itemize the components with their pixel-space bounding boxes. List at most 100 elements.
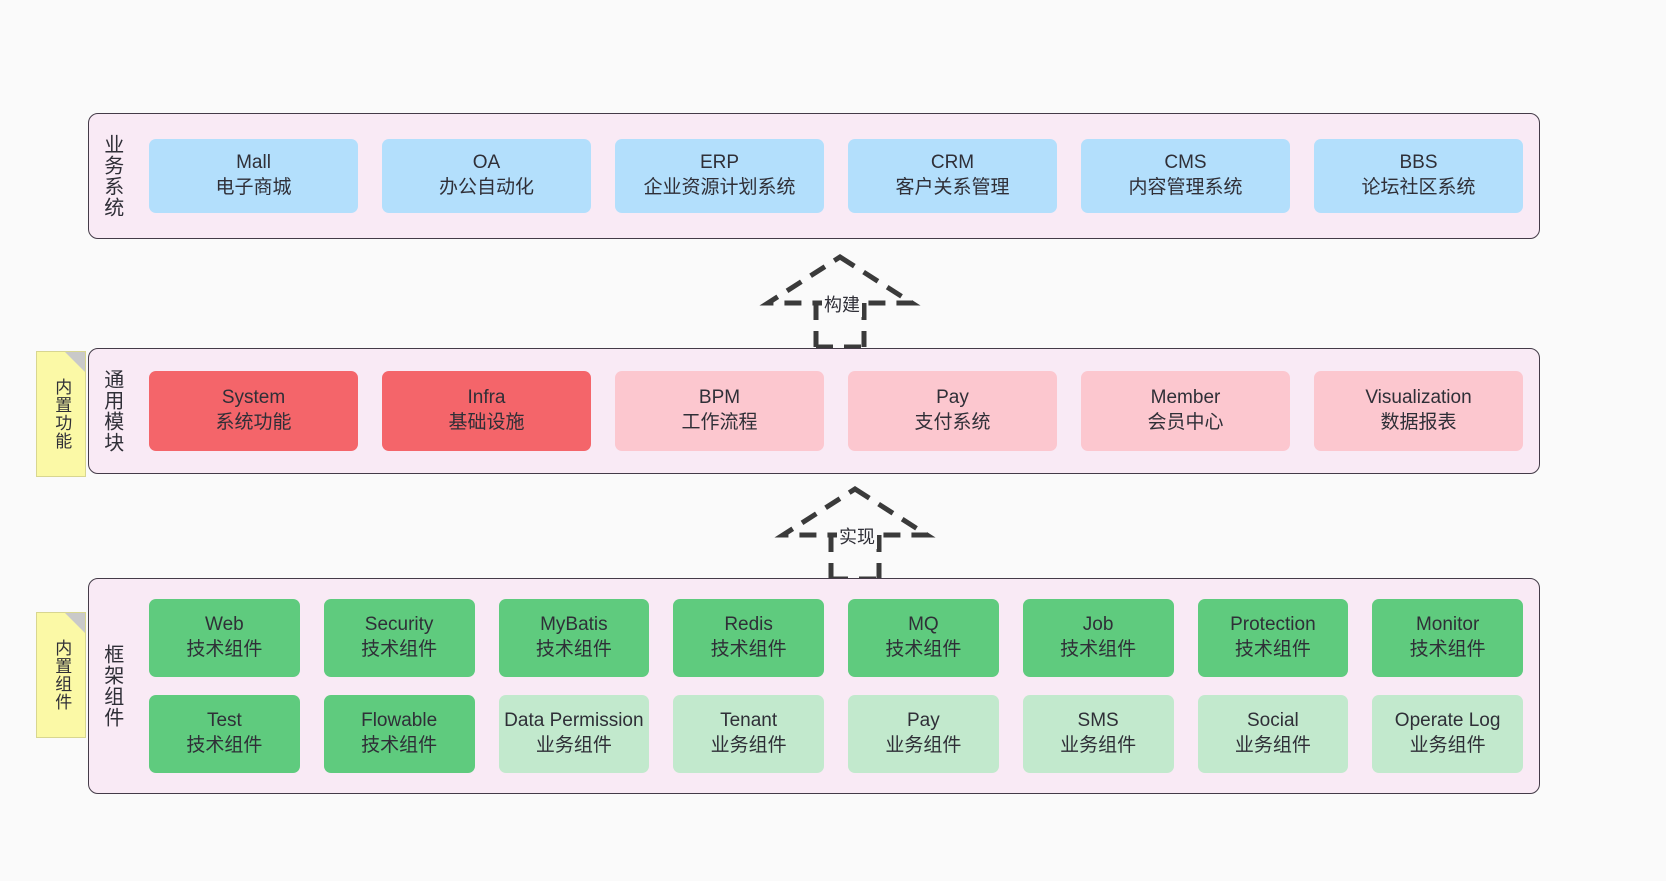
card-title: Monitor (1415, 614, 1480, 636)
card-subtitle: 办公自动化 (438, 177, 534, 198)
note-label: 内置组件 (52, 639, 72, 711)
card-title: Infra (467, 387, 506, 409)
card-redis[interactable]: Redis 技术组件 (673, 599, 824, 677)
card-title: ERP (699, 152, 740, 174)
card-member[interactable]: Member 会员中心 (1081, 371, 1290, 451)
card-title: BPM (698, 387, 741, 409)
card-oa[interactable]: OA 办公自动化 (382, 139, 591, 213)
card-subtitle: 论坛社区系统 (1361, 177, 1476, 198)
card-title: Visualization (1365, 387, 1472, 409)
layer-body-common: System 系统功能 Infra 基础设施 BPM 工作流程 Pay 支付系统… (133, 349, 1539, 473)
card-bbs[interactable]: BBS 论坛社区系统 (1314, 139, 1523, 213)
card-protection[interactable]: Protection 技术组件 (1197, 599, 1349, 677)
card-subtitle: 技术组件 (1234, 639, 1311, 660)
card-subtitle: 客户关系管理 (895, 177, 1010, 198)
card-subtitle: 业务组件 (535, 735, 612, 756)
framework-tech-row: Web 技术组件 Security 技术组件 MyBatis 技术组件 Redi… (149, 599, 1523, 677)
layer-body-business: Mall 电子商城 OA 办公自动化 ERP 企业资源计划系统 CRM 客户关系… (133, 114, 1539, 238)
card-subtitle: 技术组件 (1060, 639, 1137, 660)
card-subtitle: 电子商城 (215, 177, 292, 198)
card-job[interactable]: Job 技术组件 (1022, 599, 1174, 677)
card-title: Web (205, 614, 244, 636)
generalization-arrow-build: 构建 (759, 254, 921, 350)
note-builtin-features: 内置功能 (36, 351, 86, 477)
card-subtitle: 业务组件 (885, 735, 962, 756)
card-data-permission[interactable]: Data Permission 业务组件 (498, 695, 650, 773)
card-subtitle: 技术组件 (535, 639, 612, 660)
card-title: OA (472, 152, 501, 174)
card-mybatis[interactable]: MyBatis 技术组件 (498, 599, 650, 677)
card-infra[interactable]: Infra 基础设施 (382, 371, 591, 451)
card-visualization[interactable]: Visualization 数据报表 (1314, 371, 1523, 451)
card-subtitle: 基础设施 (448, 412, 525, 433)
arrow-label-implement: 实现 (837, 523, 877, 549)
card-operate-log[interactable]: Operate Log 业务组件 (1372, 695, 1523, 773)
arrow-label-build: 构建 (822, 291, 862, 317)
layer-title-business: 业务系统 (100, 134, 123, 218)
card-mall[interactable]: Mall 电子商城 (149, 139, 358, 213)
layer-framework-components: 框架组件 Web 技术组件 Security 技术组件 MyBatis 技术组件… (88, 578, 1540, 794)
card-title: Flowable (361, 710, 438, 732)
card-title: MQ (908, 614, 939, 636)
card-subtitle: 业务组件 (1234, 735, 1311, 756)
note-fold-icon (65, 613, 85, 633)
card-system[interactable]: System 系统功能 (149, 371, 358, 451)
card-crm[interactable]: CRM 客户关系管理 (848, 139, 1057, 213)
card-title: Member (1150, 387, 1221, 409)
card-subtitle: 技术组件 (361, 735, 438, 756)
card-subtitle: 系统功能 (215, 412, 292, 433)
card-sms[interactable]: SMS 业务组件 (1022, 695, 1174, 773)
card-bpm[interactable]: BPM 工作流程 (615, 371, 824, 451)
card-pay-component[interactable]: Pay 业务组件 (848, 695, 999, 773)
card-title: SMS (1077, 710, 1119, 732)
card-web[interactable]: Web 技术组件 (149, 599, 300, 677)
card-subtitle: 业务组件 (710, 735, 787, 756)
card-flowable[interactable]: Flowable 技术组件 (323, 695, 475, 773)
common-card-row: System 系统功能 Infra 基础设施 BPM 工作流程 Pay 支付系统… (149, 371, 1523, 451)
card-subtitle: 技术组件 (1409, 639, 1486, 660)
business-card-row: Mall 电子商城 OA 办公自动化 ERP 企业资源计划系统 CRM 客户关系… (149, 139, 1523, 213)
card-mq[interactable]: MQ 技术组件 (848, 599, 999, 677)
card-title: Social (1247, 710, 1299, 732)
card-subtitle: 业务组件 (1409, 735, 1486, 756)
card-subtitle: 会员中心 (1147, 412, 1224, 433)
card-subtitle: 技术组件 (186, 735, 263, 756)
card-title: Pay (936, 387, 969, 409)
card-title: Mall (236, 152, 271, 174)
card-title: CMS (1164, 152, 1207, 174)
layer-body-framework: Web 技术组件 Security 技术组件 MyBatis 技术组件 Redi… (133, 579, 1539, 793)
card-title: MyBatis (540, 614, 608, 636)
card-title: Operate Log (1394, 710, 1501, 732)
card-subtitle: 技术组件 (885, 639, 962, 660)
layer-common-modules: 通用模块 System 系统功能 Infra 基础设施 BPM 工作流程 Pay… (88, 348, 1540, 474)
card-cms[interactable]: CMS 内容管理系统 (1081, 139, 1290, 213)
card-title: Test (206, 710, 242, 732)
card-subtitle: 业务组件 (1060, 735, 1137, 756)
card-monitor[interactable]: Monitor 技术组件 (1372, 599, 1523, 677)
card-subtitle: 技术组件 (710, 639, 787, 660)
card-title: Protection (1230, 614, 1316, 636)
card-title: Security (364, 614, 434, 636)
card-pay[interactable]: Pay 支付系统 (848, 371, 1057, 451)
card-security[interactable]: Security 技术组件 (323, 599, 475, 677)
note-label: 内置功能 (52, 378, 72, 450)
card-subtitle: 技术组件 (361, 639, 438, 660)
card-title: Tenant (720, 710, 778, 732)
card-tenant[interactable]: Tenant 业务组件 (673, 695, 824, 773)
card-title: Job (1082, 614, 1114, 636)
card-title: Pay (907, 710, 940, 732)
card-social[interactable]: Social 业务组件 (1197, 695, 1349, 773)
card-title: Data Permission (504, 710, 644, 732)
note-builtin-components: 内置组件 (36, 612, 86, 738)
framework-biz-row: Test 技术组件 Flowable 技术组件 Data Permission … (149, 695, 1523, 773)
card-test[interactable]: Test 技术组件 (149, 695, 300, 773)
card-subtitle: 内容管理系统 (1128, 177, 1243, 198)
card-subtitle: 技术组件 (186, 639, 263, 660)
card-subtitle: 数据报表 (1380, 412, 1457, 433)
layer-title-common: 通用模块 (100, 369, 123, 453)
card-erp[interactable]: ERP 企业资源计划系统 (615, 139, 824, 213)
card-title: Redis (724, 614, 773, 636)
card-subtitle: 企业资源计划系统 (643, 177, 796, 198)
layer-title-framework: 框架组件 (100, 644, 123, 728)
